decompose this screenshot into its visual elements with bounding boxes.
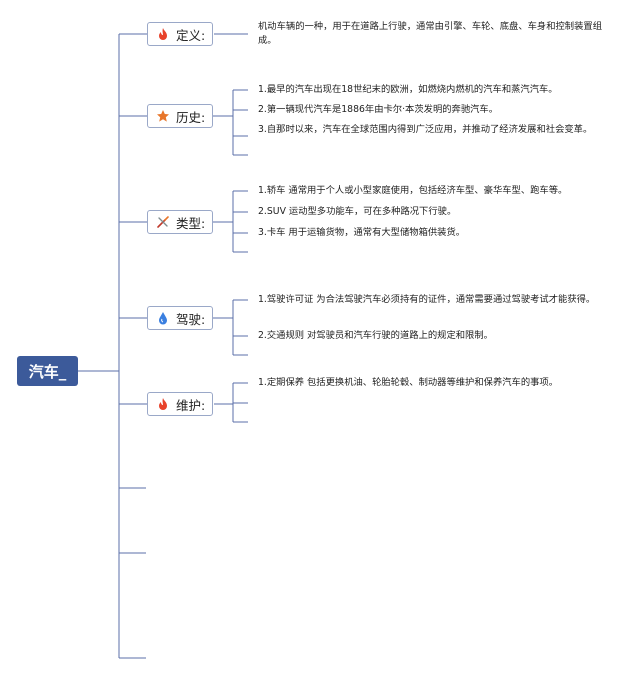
branch-label: 驾驶: [176,311,206,327]
sub-spine-4 [212,300,234,355]
branch-label: 定义: [176,27,206,43]
flame-icon [159,398,167,410]
leaf-maintenance-1[interactable]: 1.定期保养 包括更换机油、轮胎轮毂、制动器等维护和保养汽车的事项。 [258,377,559,388]
leaf-history-2[interactable]: 2.第一辆现代汽车是1886年由卡尔·本茨发明的奔驰汽车。 [258,104,499,115]
leaf-history-1[interactable]: 1.最早的汽车出现在18世纪末的欧洲，如燃烧内燃机的汽车和蒸汽汽车。 [258,84,558,95]
star-icon [157,110,169,122]
branch-label: 历史: [176,109,206,125]
leaf-history-3[interactable]: 3.自那时以来，汽车在全球范围内得到广泛应用，并推动了经济发展和社会变革。 [258,124,593,135]
water-drop-icon [159,312,167,325]
leaf-types-2[interactable]: 2.SUV 运动型多功能车，可在多种路况下行驶。 [258,206,457,217]
root-label: 汽车_ [28,362,67,381]
branch-node-maintenance[interactable]: 维护: [147,392,214,416]
leaf-types-1[interactable]: 1.轿车 通常用于个人或小型家庭使用，包括经济车型、豪华车型、跑车等。 [258,185,568,196]
sub-spine-2 [212,90,234,155]
sub-spine-5 [214,383,234,422]
branch-node-types[interactable]: 类型: [147,210,214,234]
branch-node-history[interactable]: 历史: [147,104,214,128]
leaf-definition-1[interactable]: 机动车辆的一种，用于在道路上行驶，通常由引擎、车轮、底盘、车身和控制装置组成。 [258,21,602,46]
leaf-driving-2[interactable]: 2.交通规则 对驾驶员和汽车行驶的道路上的规定和限制。 [258,330,493,341]
leaf-types-3[interactable]: 3.卡车 用于运输货物，通常有大型储物箱供装货。 [258,227,466,238]
branch-label: 类型: [176,215,206,231]
branch-node-driving[interactable]: 驾驶: [147,306,214,330]
tools-icon [157,216,169,228]
branch-label: 维护: [176,397,206,413]
sub-spine-3 [212,191,234,252]
flame-icon [159,28,167,40]
branch-node-definition[interactable]: 定义: [147,22,214,46]
root-node[interactable]: 汽车_ [17,356,78,386]
leaf-driving-1[interactable]: 1.驾驶许可证 为合法驾驶汽车必须持有的证件，通常需要通过驾驶考试才能获得。 [258,294,596,305]
